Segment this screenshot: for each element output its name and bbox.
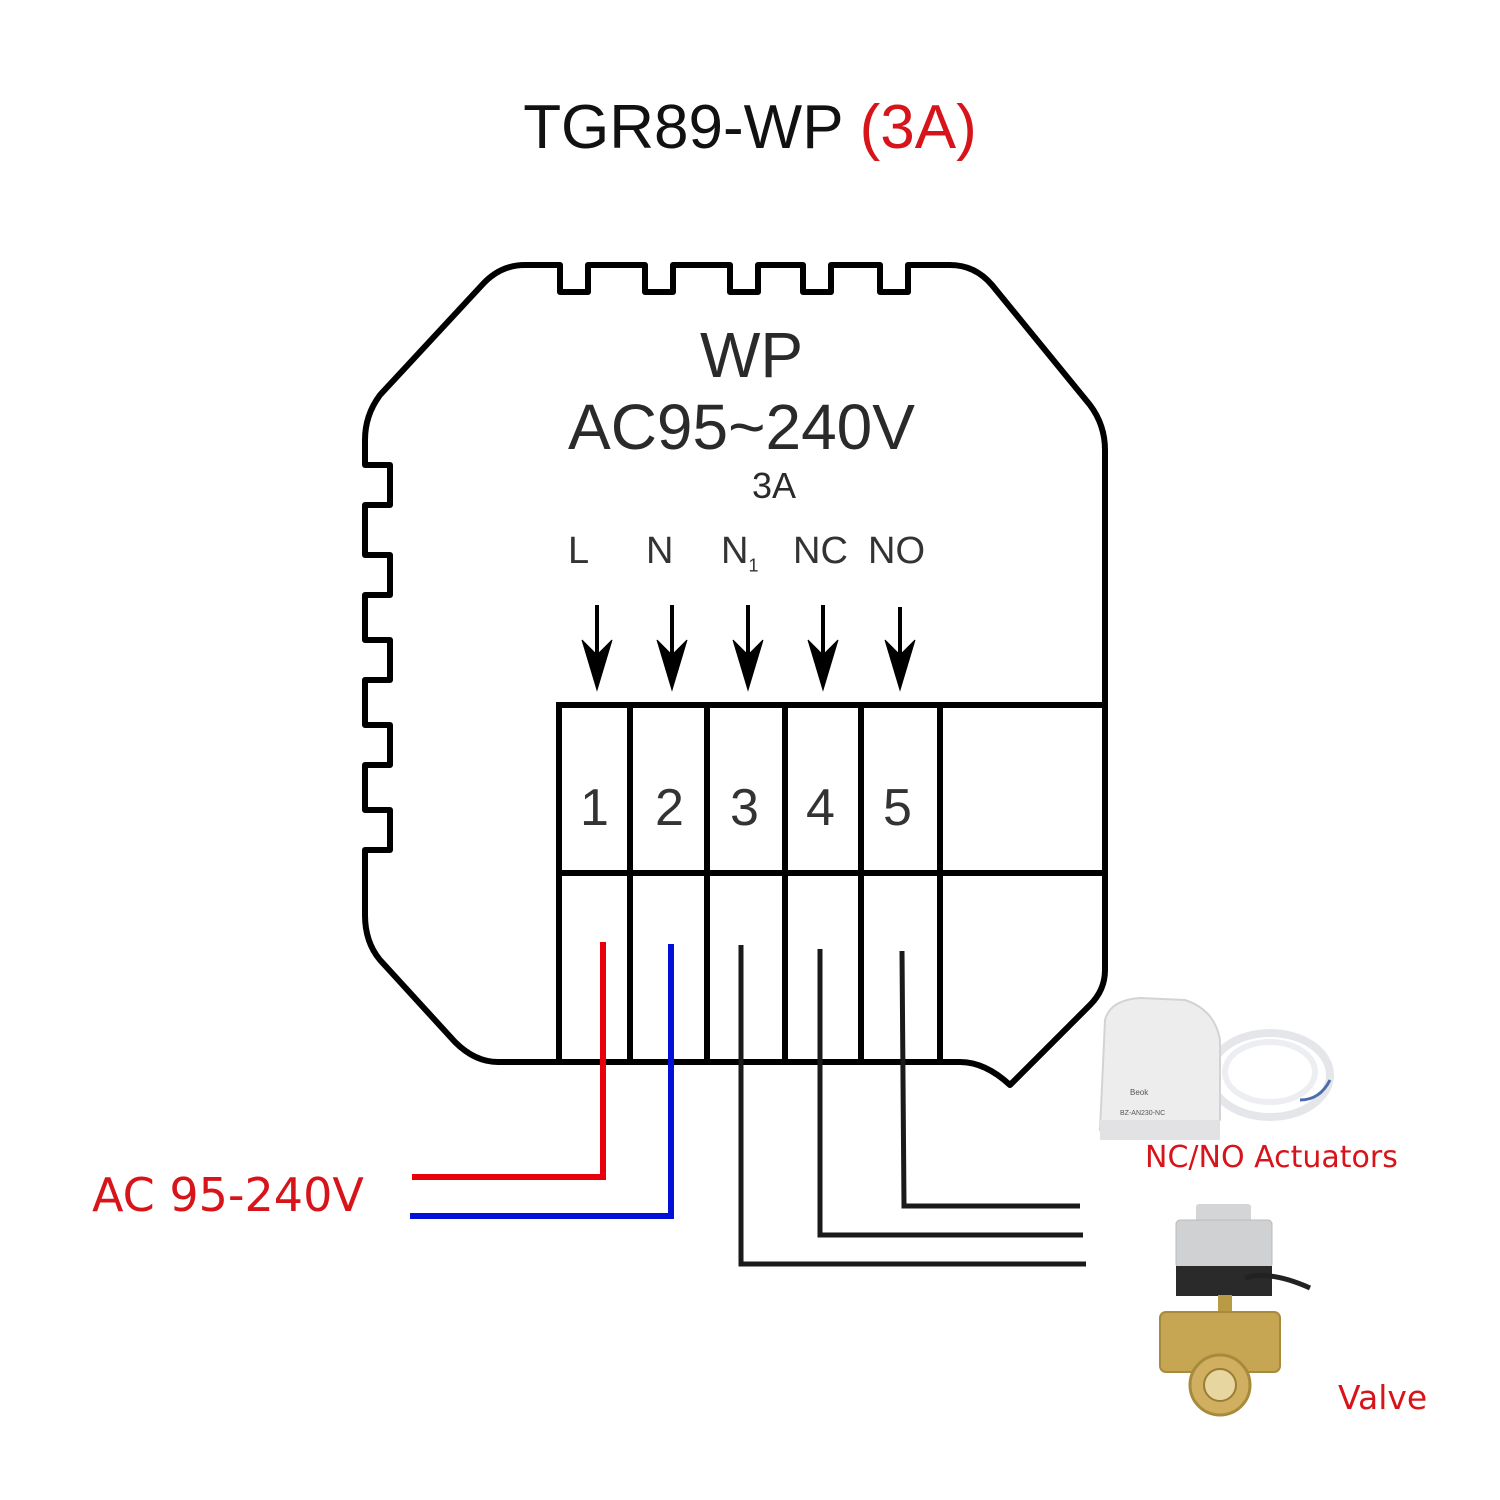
device-model-label: WP [700,319,804,391]
terminal-block [556,702,1105,1062]
terminal-number-4: 4 [806,779,835,837]
valve-label: Valve [1338,1378,1428,1417]
terminal-number-5: 5 [883,779,912,837]
actuator-label: NC/NO Actuators [1145,1140,1398,1175]
terminal-label-n: N [646,530,674,572]
arrow-down-icon [884,607,916,692]
wire-no [899,950,1080,1209]
terminal-label-l: L [568,530,590,572]
device-voltage-label: AC95~240V [568,391,915,463]
terminal-arrows [581,605,916,692]
valve-image [1159,1204,1312,1417]
wire-nc [817,949,1083,1238]
device-outline [362,262,1108,1088]
actuator-image: Beok BZ-AN230-NC [1098,996,1334,1140]
power-supply-label: AC 95-240V [92,1168,364,1222]
diagram-title: TGR89-WP (3A) [0,92,1500,163]
current-rating: (3A) [859,93,977,162]
model-name: TGR89-WP [523,93,843,162]
terminal-label-n1: N1 [721,530,759,576]
neutral-wire [410,944,674,1219]
terminal-label-nc: NC [793,530,848,572]
device-current-label: 3A [752,465,797,506]
arrow-down-icon [732,605,764,692]
svg-text:BZ-AN230-NC: BZ-AN230-NC [1120,1110,1165,1117]
wire-n1 [738,945,1086,1267]
arrow-down-icon [656,605,688,692]
terminal-number-1: 1 [580,779,609,837]
svg-text:Beok: Beok [1130,1088,1149,1097]
terminal-number-3: 3 [730,779,759,837]
arrow-down-icon [807,605,839,692]
terminal-number-2: 2 [655,779,684,837]
arrow-down-icon [581,605,613,692]
live-wire [412,942,606,1180]
terminal-label-no: NO [868,530,925,572]
